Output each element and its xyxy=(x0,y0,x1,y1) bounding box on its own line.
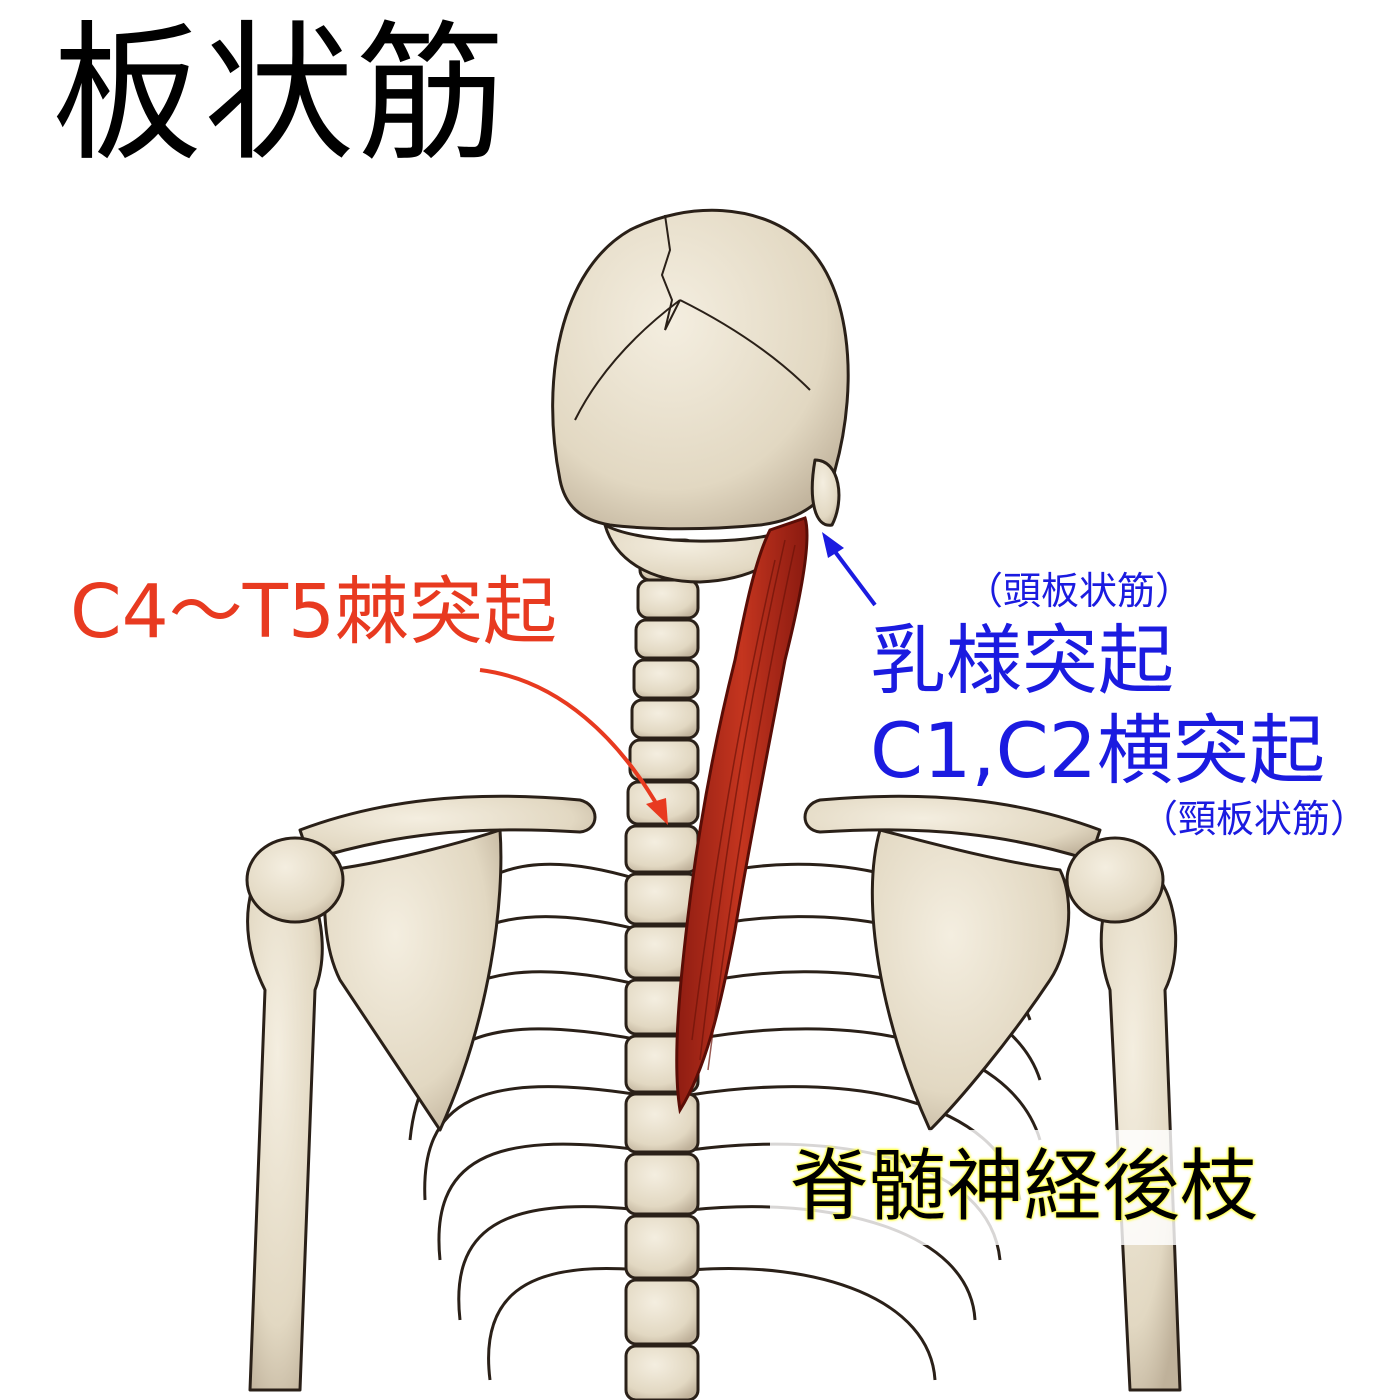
left-humerus xyxy=(246,868,324,1392)
insertion-arrowhead xyxy=(822,532,844,558)
muscle-fibers xyxy=(691,539,796,1071)
page-title: 板状筋 xyxy=(52,8,509,182)
insertion-sub-label-cervicis: （頸板状筋） xyxy=(1140,797,1369,841)
skull-sutures xyxy=(574,214,811,421)
origin-label: C4～T5棘突起 xyxy=(70,569,558,655)
insertion-label-transverse: C1,C2横突起 xyxy=(870,706,1325,795)
splenius-muscle xyxy=(675,516,809,1115)
origin-arrow xyxy=(479,668,662,811)
mastoid-process xyxy=(810,458,841,527)
insertion-arrow xyxy=(828,543,877,607)
innervation-box xyxy=(770,1130,1370,1245)
innervation-label: 脊髄神経後枝 xyxy=(790,1142,1259,1232)
right-humeral-head xyxy=(1065,836,1165,924)
left-clavicle xyxy=(298,794,597,862)
left-humeral-head xyxy=(245,836,345,924)
origin-arrowhead xyxy=(646,798,668,825)
skull xyxy=(551,208,850,531)
right-clavicle xyxy=(803,794,1102,862)
insertion-label-mastoid: 乳様突起 xyxy=(870,616,1174,705)
insertion-sub-label-capitis: （頭板状筋） xyxy=(965,569,1194,613)
left-scapula xyxy=(323,828,503,1132)
right-scapula xyxy=(870,828,1071,1132)
